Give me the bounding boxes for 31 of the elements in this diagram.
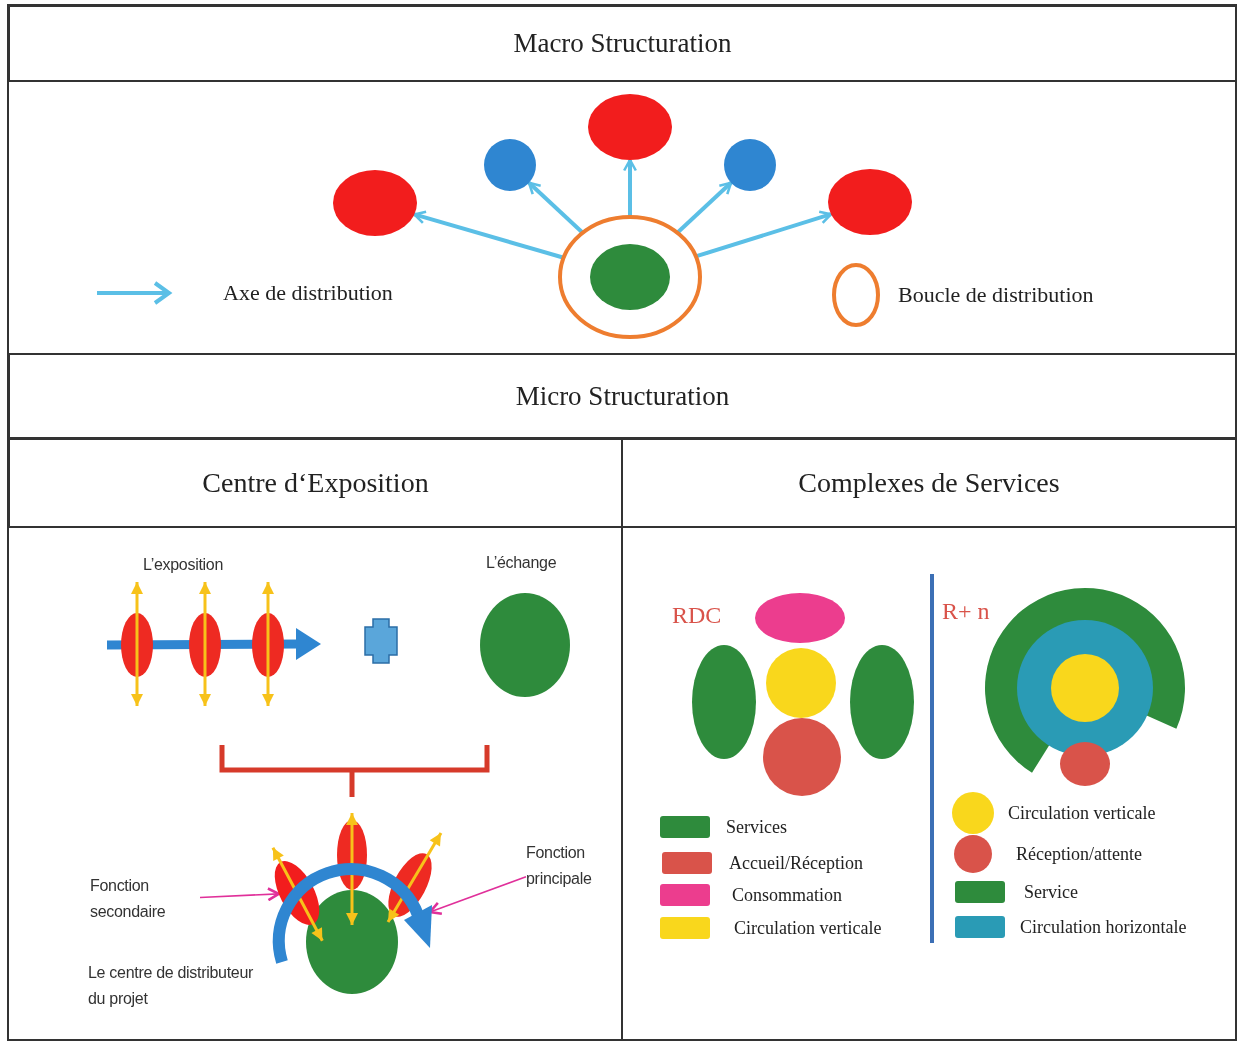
floor-label: RDC [672, 601, 723, 630]
group-label: L’exposition [143, 555, 225, 575]
legend-text: Axe de distribution [223, 280, 393, 306]
legend-text: Boucle de distribution [898, 282, 1094, 308]
header-text: Micro Structuration [515, 380, 730, 412]
legend-text: Circulation verticale [1008, 802, 1156, 824]
section-header [8, 353, 1237, 439]
annotation-label: Fonction principale [526, 844, 592, 887]
legend-text: Réception/attente [1016, 843, 1142, 865]
column-header [621, 438, 1237, 528]
legend-text: Services [726, 816, 787, 838]
floor-label: R+ n [942, 597, 991, 626]
leader-arrow [199, 887, 280, 902]
column-header [8, 438, 623, 528]
section-header [8, 5, 1237, 82]
distribution-arrow [676, 181, 733, 235]
annotation-label: Fonction secondaire [90, 877, 166, 920]
distribution-arrow [413, 210, 565, 260]
group-label: L’échange [486, 553, 558, 573]
header-text: Macro Structuration [513, 28, 732, 59]
distribution-arrow [695, 210, 833, 259]
header-text: Complexes de Services [798, 467, 1060, 499]
legend-text: Accueil/Réception [729, 852, 863, 874]
legend-text: Circulation verticale [734, 917, 882, 939]
legend-text: Consommation [732, 884, 842, 906]
legend-text: Circulation horizontale [1020, 916, 1187, 938]
caption-text: Le centre de distributeur du projet [88, 963, 255, 1009]
distribution-arrow [527, 181, 584, 235]
distribution-arrow [622, 158, 638, 217]
header-text: Centre d‘Exposition [202, 467, 429, 499]
legend-text: Service [1024, 881, 1078, 903]
